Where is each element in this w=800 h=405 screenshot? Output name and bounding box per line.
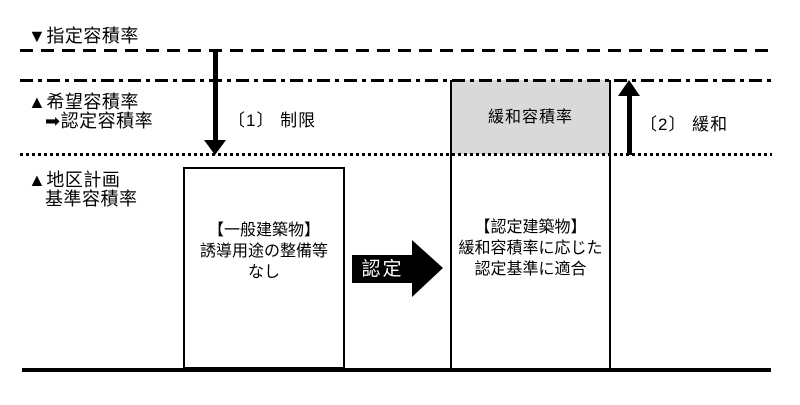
relaxed-far-area: 緩和容積率: [452, 80, 609, 154]
certification-arrow-body: 認定: [352, 255, 413, 283]
relaxed-far-label: 緩和容積率: [487, 108, 573, 126]
general-building-line2: 誘導用途の整備等: [199, 243, 328, 260]
certified-building-box: 緩和容積率 【認定建築物】 緩和容積率に応じた 認定基準に適合: [450, 80, 611, 369]
designated-far-label: ▼指定容積率: [28, 26, 139, 46]
restriction-down-arrow-icon: [204, 140, 226, 155]
certified-building-title: 【認定建築物】: [474, 219, 587, 236]
certified-building-line3: 認定基準に適合: [474, 261, 587, 278]
restriction-label: 〔1〕 制限: [228, 111, 317, 130]
certified-building-line2: 緩和容積率に応じた: [458, 240, 603, 257]
desired-far-dashdot-line: [20, 79, 772, 82]
relaxation-up-arrow-icon: [618, 80, 640, 96]
general-building-title: 【一般建築物】: [207, 222, 320, 239]
general-building-box: 【一般建築物】 誘導用途の整備等 なし: [183, 167, 345, 369]
relaxation-label: 〔2〕 緩和: [640, 115, 729, 134]
certification-arrow-head: [412, 240, 443, 297]
relaxation-arrow-shaft: [627, 94, 632, 155]
ground-line: [22, 368, 771, 372]
certified-far-label: ➡認定容積率: [45, 111, 154, 131]
district-plan-label: ▲地区計画: [28, 170, 121, 190]
standard-far-label: 基準容積率: [45, 189, 138, 209]
desired-far-label: ▲希望容積率: [28, 92, 139, 112]
designated-far-dashed-line: [20, 49, 772, 52]
certification-label: 認定: [361, 258, 404, 280]
district-plan-dotted-line: [20, 153, 772, 156]
certified-building-text: 【認定建築物】 緩和容積率に応じた 認定基準に適合: [452, 154, 609, 280]
restriction-arrow-shaft: [213, 50, 218, 141]
certification-right-arrow-icon: 認定: [352, 240, 443, 297]
general-building-line3: なし: [247, 264, 280, 281]
